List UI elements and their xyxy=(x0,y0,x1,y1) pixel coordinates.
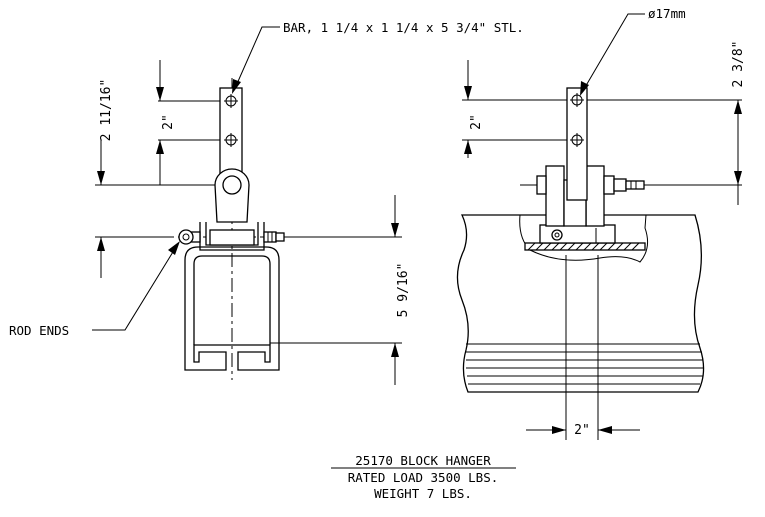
hole-note: ø17mm xyxy=(648,6,686,21)
title-weight: WEIGHT 7 LBS. xyxy=(374,486,472,501)
dim-bottom-width: 2" xyxy=(574,423,590,438)
u-bracket xyxy=(199,222,265,251)
title-block: 25170 BLOCK HANGER RATED LOAD 3500 LBS. … xyxy=(331,453,516,501)
dim-right-side: 2 3/8" xyxy=(731,41,746,88)
bar-note: BAR, 1 1/4 x 1 1/4 x 5 3/4" STL. xyxy=(283,20,524,35)
dimension-marks xyxy=(97,60,742,434)
clevis-eye xyxy=(214,168,250,223)
side-clevis xyxy=(536,165,645,227)
extension-lines-left xyxy=(95,100,402,344)
dim-left-top: 2" xyxy=(161,114,176,130)
bottom-plate xyxy=(524,224,646,251)
side-hanger-bar xyxy=(566,87,588,201)
dim-left-lower: 5 9/16" xyxy=(396,263,411,318)
side-view xyxy=(456,87,742,440)
title-name: 25170 BLOCK HANGER xyxy=(355,453,491,468)
title-load: RATED LOAD 3500 LBS. xyxy=(348,470,499,485)
leaders xyxy=(92,13,645,331)
hanger-bar xyxy=(219,87,243,175)
dim-right-top: 2" xyxy=(469,114,484,130)
rod-end-right xyxy=(263,231,285,243)
rod-ends-note: ROD ENDS xyxy=(9,323,69,338)
rod-end-left xyxy=(178,229,201,245)
rail-body xyxy=(456,214,705,393)
track-profile xyxy=(184,246,280,371)
dim-left-overall: 2 11/16" xyxy=(99,79,114,142)
front-view xyxy=(95,78,402,380)
